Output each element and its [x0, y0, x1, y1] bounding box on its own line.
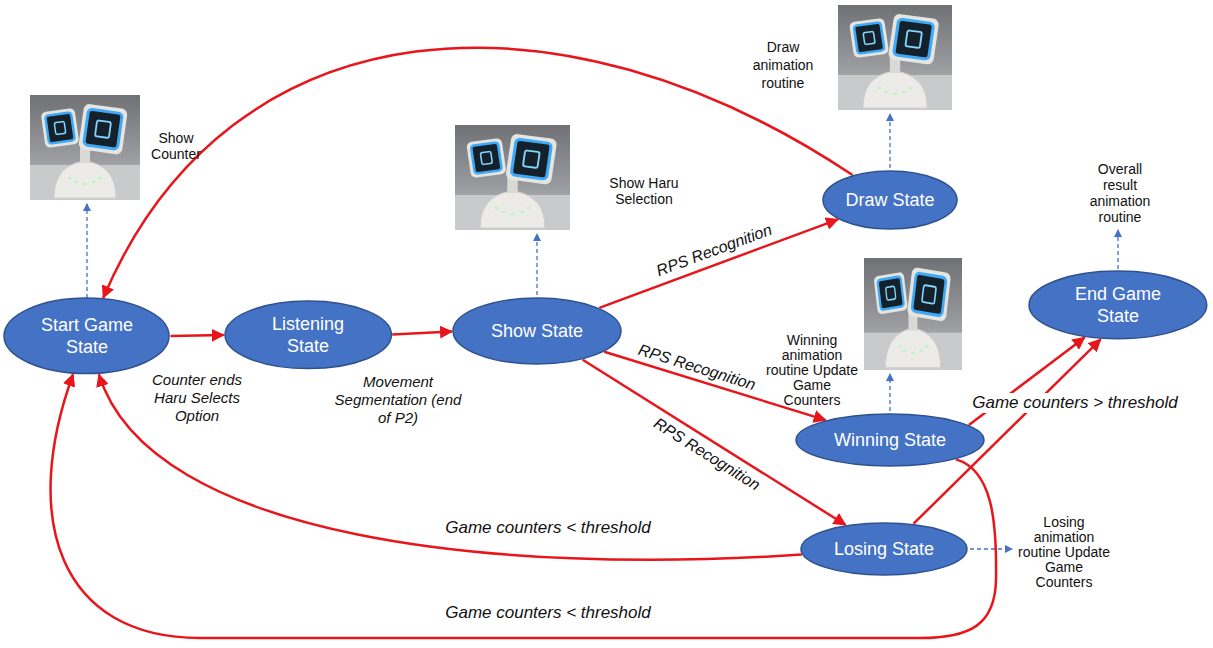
state-ellipse: Start Game State: [3, 297, 170, 375]
annotation-note: Show Counter: [146, 130, 206, 162]
ellipse-shape: [1029, 271, 1207, 339]
robot-photo: [455, 125, 570, 230]
annotation-note: Draw animation routine: [743, 38, 823, 92]
state-name: Draw State: [845, 189, 934, 211]
annotation-note: Show Haru Selection: [604, 175, 684, 207]
text-group: Show State: [491, 320, 583, 342]
text-group: Draw State: [845, 189, 934, 211]
transition-arrow: [392, 332, 452, 335]
robot-photo: [864, 258, 962, 370]
state-name: Winning State: [834, 429, 946, 451]
transition-label: Counter ends Haru Selects Option: [147, 371, 247, 425]
ellipse-shape: [796, 414, 984, 466]
transition-label: Game counters > threshold: [969, 393, 1181, 413]
text-group: Winning State: [834, 429, 946, 451]
annotation-note: Winning animation routine Update Game Co…: [766, 333, 858, 408]
ellipse-shape: [823, 171, 957, 229]
text-group: Losing State: [834, 538, 934, 560]
dashed-pointer: [970, 548, 1012, 549]
ellipse-shape: [453, 298, 621, 364]
state-ellipse: Show State: [452, 297, 622, 365]
state-name: End Game State: [1064, 283, 1172, 327]
transition-arrow: [599, 219, 838, 308]
state-name: Losing State: [834, 538, 934, 560]
transition-label: Movement Segmentation (end of P2): [332, 373, 464, 427]
text-holder: End Game State: [1028, 270, 1208, 340]
text-holder: Draw State: [822, 170, 958, 230]
transition-arrow: [171, 335, 224, 336]
text-holder: Losing State: [800, 522, 968, 576]
text-group: Listening State: [258, 313, 358, 357]
text-holder: Winning State: [795, 413, 985, 467]
text-holder: Start Game State: [3, 297, 170, 375]
state-name: Show State: [491, 320, 583, 342]
transition-label: RPS Recognition: [650, 414, 763, 495]
annotation-note: Losing animation routine Update Game Cou…: [1018, 515, 1110, 590]
text-holder: Show State: [452, 297, 622, 365]
dashed-pointer: [889, 114, 890, 168]
ellipse-outline: [224, 300, 392, 370]
text-holder: Listening State: [224, 300, 392, 370]
transition-label: Game counters < threshold: [442, 603, 654, 623]
ellipse-shape: [801, 523, 967, 575]
transition-arrow: [103, 48, 852, 298]
text-group: End Game State: [1064, 283, 1172, 327]
state-name: Listening State: [258, 313, 358, 357]
ellipse-shape: [4, 298, 169, 374]
dashed-pointer: [889, 374, 890, 411]
dashed-pointer: [86, 204, 87, 298]
robot-photo: [838, 5, 952, 110]
dashed-pointer: [536, 234, 537, 295]
state-ellipse: Losing State: [800, 522, 968, 576]
annotation-note: Overall result animation routine: [1082, 161, 1158, 225]
ellipse-outline: [1028, 270, 1208, 340]
state-ellipse: Listening State: [224, 300, 392, 370]
ellipse-shape: [225, 301, 391, 369]
state-ellipse: Winning State: [795, 413, 985, 467]
state-ellipse: End Game State: [1028, 270, 1208, 340]
state-name: Start Game State: [31, 314, 143, 358]
text-group: Start Game State: [31, 314, 143, 358]
ellipse-outline: [3, 297, 170, 375]
dashed-pointer: [1117, 230, 1118, 269]
robot-photo: [30, 95, 140, 200]
transition-label: Game counters < threshold: [442, 518, 654, 538]
state-ellipse: Draw State: [822, 170, 958, 230]
